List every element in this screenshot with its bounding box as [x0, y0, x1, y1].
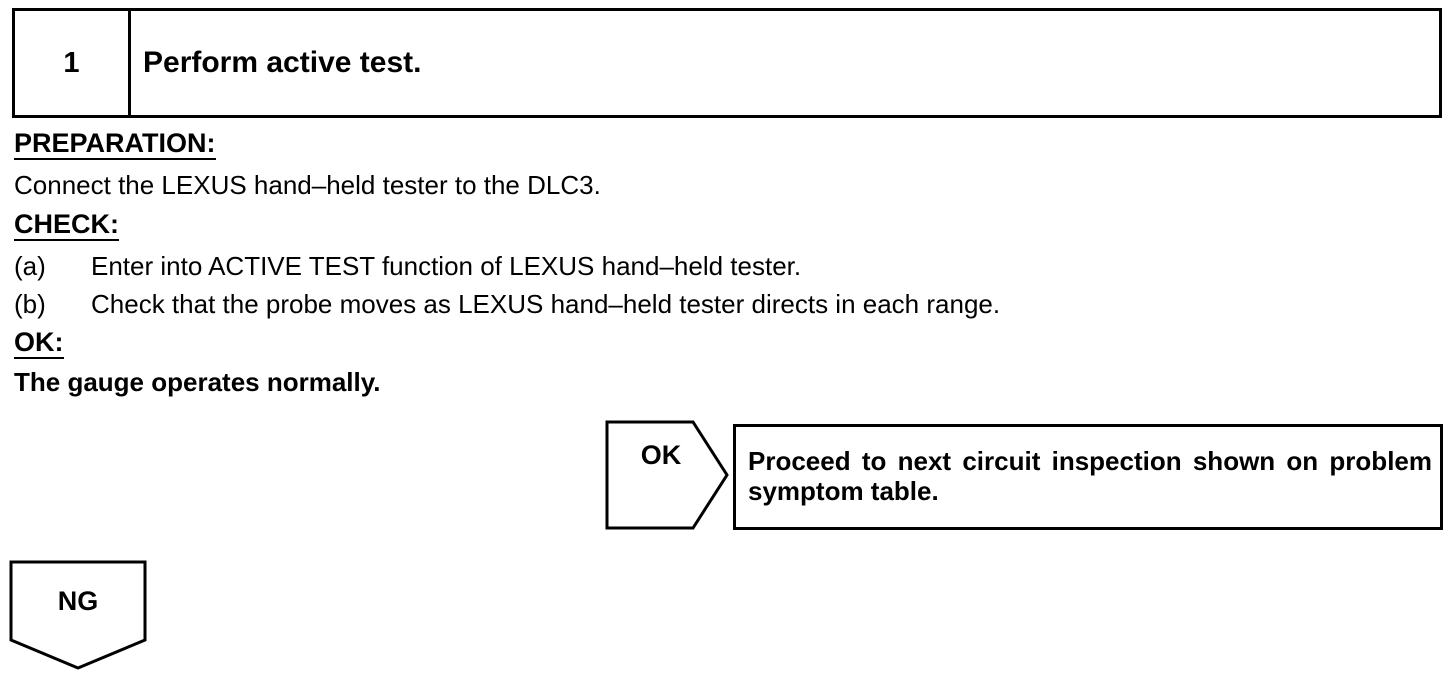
preparation-text: Connect the LEXUS hand–held tester to th… — [14, 170, 601, 200]
ng-label: NG — [57, 586, 99, 616]
step-number: 1 — [15, 11, 131, 115]
ng-arrow-shape — [9, 560, 147, 670]
ok-heading: OK: — [14, 327, 64, 359]
ok-result-box — [733, 424, 1443, 530]
check-item-letter: (b) — [14, 289, 46, 319]
ok-label: OK — [640, 440, 682, 470]
step-title: Perform active test. — [143, 46, 422, 79]
check-item-letter: (a) — [14, 251, 46, 281]
check-item-text: Enter into ACTIVE TEST function of LEXUS… — [91, 251, 802, 281]
ok-criteria-text: The gauge operates normally. — [14, 367, 381, 397]
check-heading: CHECK: — [14, 209, 119, 241]
ok-result-text: Proceed to next circuit inspection shown… — [748, 446, 1432, 506]
ok-arrow-shape — [605, 420, 729, 530]
check-item-text: Check that the probe moves as LEXUS hand… — [91, 289, 1001, 319]
preparation-heading: PREPARATION: — [14, 128, 216, 160]
step-header: 1 Perform active test. — [12, 8, 1442, 118]
